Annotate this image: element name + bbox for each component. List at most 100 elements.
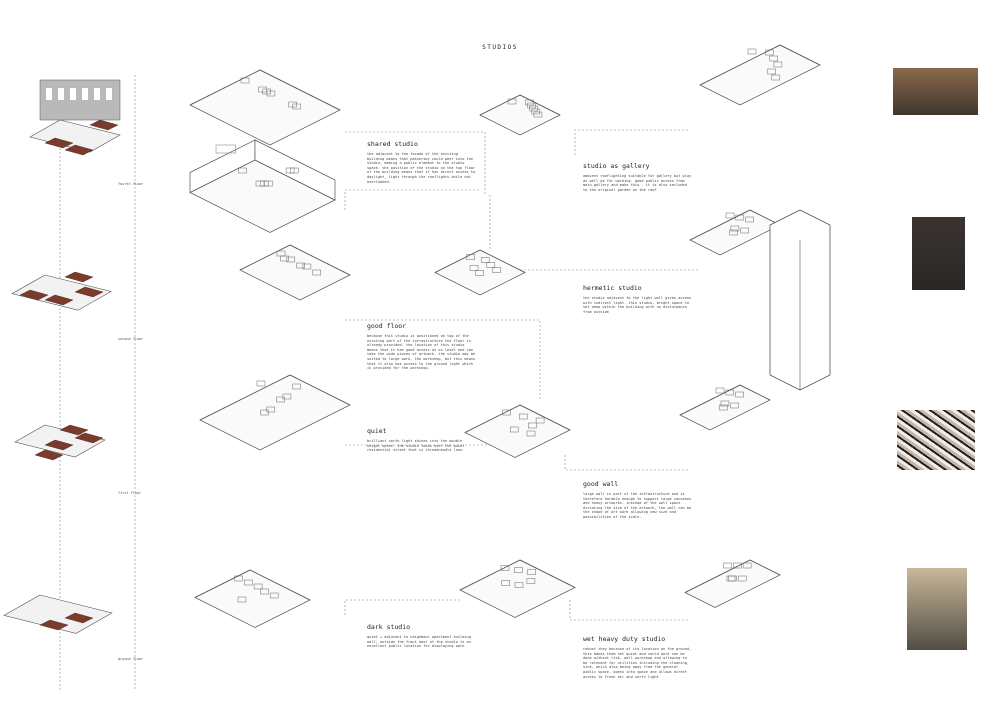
facade-window [106,88,112,100]
studio-title: good floor [367,322,407,330]
shared-studio-drawing-floor [189,69,341,146]
good-wall-key-plan-furniture [535,417,545,424]
hermetic-studio-drawing-furniture [740,227,749,234]
good-wall-key-plan-furniture [526,430,536,437]
studio-title: good wall [583,480,619,488]
good-floor-drawing-wall-right [289,244,351,276]
connector-line [344,599,460,615]
wet-key-plan-furniture [500,565,510,571]
good-wall-drawing-wall-right [739,384,771,401]
floor-label-first: first floor [118,491,142,495]
shared-studio-drawing-furniture [258,86,267,93]
good-wall-key-plan-furniture [519,413,528,420]
good-wall-drawing-furniture [720,400,730,407]
gallery-key-plan-furniture [525,99,534,106]
studio-as-gallery-drawing-wall-right [779,44,821,66]
studio-title: dark studio [367,623,411,631]
dark-studio-drawing-furniture [244,579,253,586]
quiet-drawing-furniture [276,396,285,403]
hermetic-studio-drawing-furniture [745,216,754,223]
wet-heavy-duty-drawing-floor [684,559,781,608]
second-floor-plan [11,274,112,311]
facade-window [82,88,88,100]
hermetic-studio-drawing-furniture [735,214,745,221]
good-wall-key-plan-furniture [528,422,537,429]
wet-key-plan-floor [459,559,576,618]
studio-as-gallery-drawing-furniture [769,55,778,62]
dark-room-photo [912,217,965,290]
text-quiet: quiet brilliant north light shines into … [367,427,477,453]
first-floor-plan-studio-highlight [44,439,74,451]
studio-as-gallery-drawing-furniture [771,74,781,81]
shared-studio-lower-drawing-furniture [238,167,247,174]
gallery-key-plan-floor [479,94,561,136]
floor-label-ground: ground floor [118,657,144,661]
text-hermetic-studio: hermetic studio the studio adjacent to t… [583,284,693,314]
fourth-floor-plan-studio-highlight [89,119,119,131]
dark-studio-drawing-furniture [269,592,279,599]
studio-title: studio as gallery [583,162,650,170]
good-floor-drawing-furniture [302,263,312,270]
dark-studio-drawing-furniture [234,575,243,582]
wet-key-plan-furniture [501,580,510,586]
ground-floor-plan-studio-highlight [39,619,69,631]
dark-studio-drawing-floor [194,569,311,628]
hermetic-studio-drawing-furniture [730,225,740,232]
wet-heavy-duty-drawing-furniture [737,575,747,582]
studio-as-gallery-drawing-furniture [773,61,783,68]
studio-title: hermetic studio [583,284,642,292]
quiet-drawing-furniture [260,409,269,416]
ground-floor-plan [3,594,113,634]
shared-studio-drawing-wall-right [259,69,341,111]
facade-window [94,88,100,100]
quiet-drawing-furniture [282,393,292,400]
studio-title: wet heavy duty studio [583,635,666,643]
hermetic-key-plan-furniture [466,254,475,260]
hermetic-key-plan-wall-right [479,249,526,273]
dark-studio-drawing-wall-right [249,569,311,601]
studio-description: quiet + adjacent to neighbour apartment … [367,635,471,649]
second-floor-plan-studio-highlight [74,286,104,298]
connector-line [574,129,690,155]
studio-description: the adjacent to the facade of the existi… [367,152,476,184]
studio-as-gallery-drawing-furniture [765,49,774,56]
facade-window [46,88,52,100]
good-wall-key-plan-floor [464,404,571,458]
facade-window [70,88,76,100]
good-wall-drawing-furniture [730,402,739,409]
good-wall-drawing-furniture [715,387,725,394]
hermetic-key-plan-furniture [492,267,501,273]
gallery-key-plan-furniture [531,108,541,115]
good-wall-drawing-furniture [725,389,735,396]
hermetic-key-plan-floor [434,249,526,296]
wet-key-plan-furniture [526,578,536,584]
good-wall-key-plan-furniture [509,426,519,433]
wet-key-plan-furniture [514,567,523,573]
good-floor-drawing-furniture [296,262,305,269]
studio-description: the studio adjacent to the light well gi… [583,296,692,314]
good-wall-key-plan-wall-right [519,404,571,431]
hermetic-studio-drawing-furniture [725,212,735,219]
shared-studio-drawing-furniture [288,101,297,108]
good-floor-drawing-furniture [312,269,321,276]
text-wet-heavy-duty-studio: wet heavy duty studio robust they becaus… [583,635,693,679]
studio-description: because this studio is positioned on top… [367,334,476,371]
hermetic-key-plan-furniture [469,265,479,271]
quiet-drawing-wall-right [289,374,351,406]
good-floor-drawing-furniture [286,256,296,263]
facade-window [58,88,64,100]
hermetic-key-plan-furniture [486,262,496,268]
wet-heavy-duty-drawing-furniture [726,575,736,582]
second-floor-plan-studio-highlight [44,294,74,306]
dark-studio-drawing-furniture [260,588,269,595]
wet-heavy-duty-drawing-furniture [733,562,742,569]
hermetic-studio-drawing-furniture [729,229,738,236]
good-floor-drawing-floor [239,244,351,301]
hermetic-key-plan-furniture [475,270,484,276]
dark-studio-drawing-furniture [253,583,263,590]
gallery-key-plan-furniture [533,111,543,118]
wet-key-plan-furniture [514,582,524,588]
fourth-floor-plan-studio-highlight [44,137,74,149]
text-dark-studio: dark studio quiet + adjacent to neighbou… [367,623,477,649]
text-studio-as-gallery: studio as gallery ambient rooflighting s… [583,162,693,192]
